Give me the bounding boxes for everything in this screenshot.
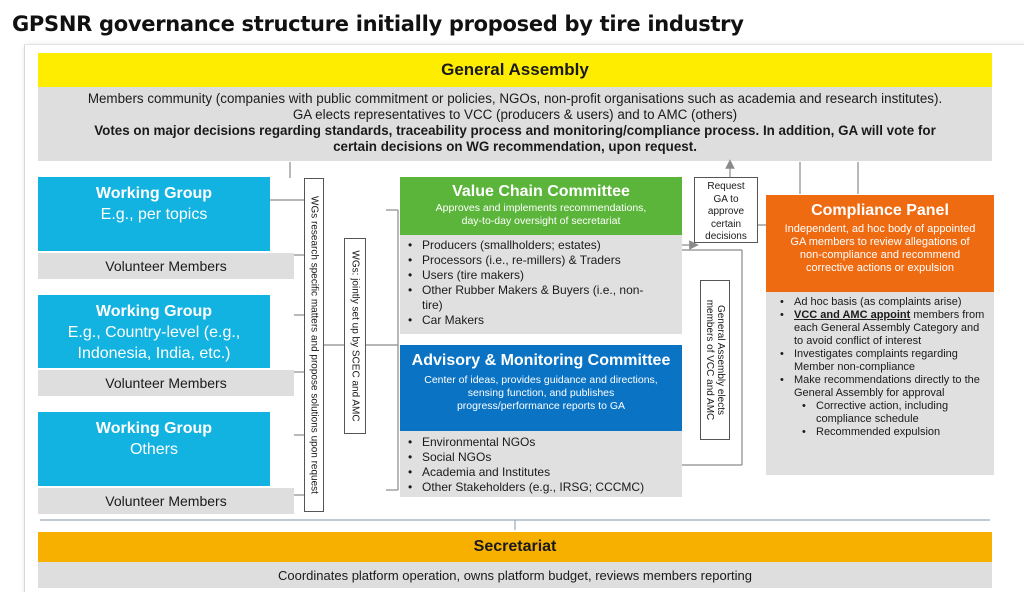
- wg-research-box: WGs research specific matters and propos…: [304, 178, 324, 512]
- cp-desc-2: GA members to review allegations of: [790, 236, 970, 248]
- working-group-others: Working Group Others: [38, 412, 270, 486]
- list-item: Users (tire makers): [408, 268, 674, 283]
- cp-appoint-bold: VCC and AMC appoint: [794, 309, 911, 321]
- list-item: Ad hoc basis (as complaints arise): [780, 296, 988, 309]
- list-item: Academia and Institutes: [408, 465, 674, 480]
- list-item: Investigates complaints regarding Member…: [780, 348, 988, 374]
- wg-1-title: Working Group: [95, 185, 213, 202]
- wg-setup-box: WGs: jointly set up by SCEC and AMC: [344, 238, 366, 434]
- list-item-sub: Recommended expulsion: [802, 426, 988, 439]
- wg-research-label: WGs research specific matters and propos…: [308, 196, 320, 494]
- wg-2-subtitle-1: E.g., Country-level (e.g.,: [67, 324, 241, 341]
- ga-line-1: Members community (companies with public…: [87, 91, 943, 106]
- list-item-sub: Corrective action, including compliance …: [802, 400, 988, 426]
- list-item: Other Rubber Makers & Buyers (i.e., non-: [408, 283, 674, 298]
- request-line-3: approve: [707, 206, 745, 217]
- cp-desc-3: non-compliance and recommend: [799, 249, 961, 261]
- vcc-member-list: Producers (smallholders; estates) Proces…: [400, 235, 682, 334]
- value-chain-committee-header: Value Chain Committee Approves and imple…: [400, 177, 682, 235]
- amc-title: Advisory & Monitoring Committee: [411, 352, 671, 369]
- list-item: Car Makers: [408, 313, 674, 328]
- page-title: GPSNR governance structure initially pro…: [12, 12, 744, 36]
- cp-title: Compliance Panel: [811, 202, 949, 219]
- wg-setup-label: WGs: jointly set up by SCEC and AMC: [349, 250, 361, 422]
- general-assembly-header: General Assembly: [38, 53, 992, 87]
- ga-line-4: certain decisions on WG recommendation, …: [333, 139, 697, 154]
- cp-appoint-rest: members from each General Assembly Categ…: [794, 309, 985, 347]
- wg-2-footer: Volunteer Members: [38, 370, 294, 396]
- wg-3-subtitle: Others: [129, 441, 178, 458]
- amc-desc-2: sensing function, and publishes: [467, 387, 615, 399]
- list-item: Producers (smallholders; estates): [408, 238, 674, 253]
- request-line-5: decisions: [705, 231, 747, 242]
- vcc-desc-1: Approves and implements recommendations,: [435, 202, 647, 214]
- wg-3-footer: Volunteer Members: [38, 488, 294, 514]
- general-assembly-description: Members community (companies with public…: [38, 87, 992, 161]
- amc-member-list: Environmental NGOs Social NGOs Academia …: [400, 431, 682, 497]
- cp-responsibility-list: Ad hoc basis (as complaints arise) VCC a…: [766, 292, 994, 475]
- list-item: Make recommendations directly to the Gen…: [780, 374, 988, 400]
- list-item: Other Stakeholders (e.g., IRSG; CCCMC): [408, 480, 674, 495]
- vcc-desc-2: day-to-day oversight of secretariat: [461, 215, 621, 227]
- wg-2-subtitle-2: Indonesia, India, etc.): [77, 345, 231, 362]
- ga-elects-label: General Assembly elects members of VCC a…: [704, 299, 726, 421]
- secretariat-description: Coordinates platform operation, owns pla…: [38, 562, 992, 588]
- amc-desc-3: progress/performance reports to GA: [456, 400, 626, 412]
- wg-3-title: Working Group: [95, 420, 213, 437]
- wg-2-title: Working Group: [95, 303, 213, 320]
- request-line-4: certain: [710, 218, 741, 230]
- diagram-frame: [24, 44, 1024, 592]
- ga-elects-box: General Assembly elects members of VCC a…: [700, 280, 730, 440]
- list-item: Processors (i.e., re-millers) & Traders: [408, 253, 674, 268]
- ga-line-3: Votes on major decisions regarding stand…: [94, 123, 936, 138]
- list-item: Social NGOs: [408, 450, 674, 465]
- working-group-topics: Working Group E.g., per topics: [38, 177, 270, 251]
- cp-desc-1: Independent, ad hoc body of appointed: [784, 223, 976, 235]
- amc-desc-1: Center of ideas, provides guidance and d…: [424, 374, 658, 386]
- secretariat-header: Secretariat: [38, 532, 992, 562]
- wg-1-subtitle: E.g., per topics: [100, 206, 208, 223]
- list-item-continuation: tire): [422, 298, 443, 312]
- request-approval-box: Request GA to approve certain decisions: [694, 177, 758, 243]
- compliance-panel-header: Compliance Panel Independent, ad hoc bod…: [766, 195, 994, 292]
- list-item: VCC and AMC appoint members from each Ge…: [780, 309, 988, 348]
- ga-line-2: GA elects representatives to VCC (produc…: [292, 107, 738, 122]
- vcc-title: Value Chain Committee: [452, 183, 630, 200]
- advisory-committee-header: Advisory & Monitoring Committee Center o…: [400, 345, 682, 431]
- list-item: Environmental NGOs: [408, 435, 674, 450]
- request-line-2: GA to: [713, 193, 739, 205]
- wg-1-footer: Volunteer Members: [38, 253, 294, 279]
- working-group-country: Working Group E.g., Country-level (e.g.,…: [38, 295, 270, 368]
- cp-desc-4: corrective actions or expulsion: [806, 262, 954, 274]
- request-line-1: Request: [707, 181, 745, 192]
